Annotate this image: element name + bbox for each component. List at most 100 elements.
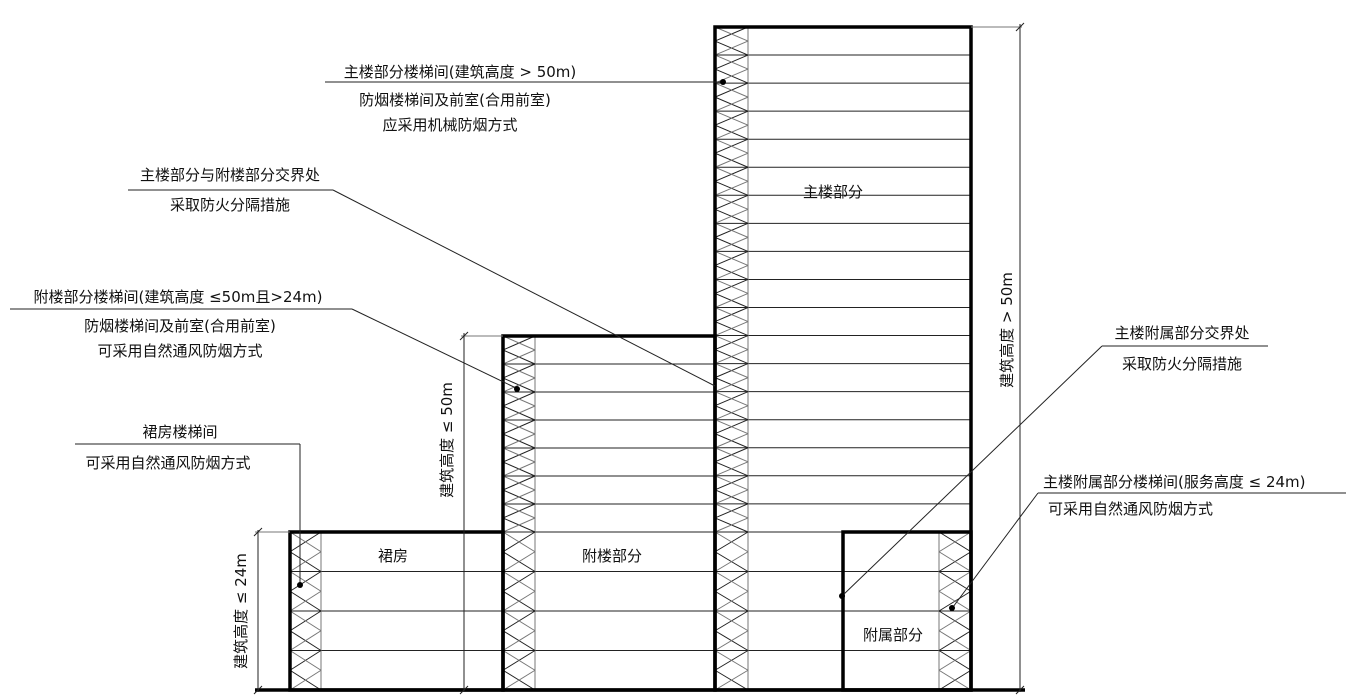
- stair-zigzag: [714, 236, 749, 252]
- stair-zigzag: [502, 391, 536, 407]
- stair-zigzag: [714, 250, 749, 266]
- stair-zigzag: [502, 551, 536, 572]
- stair-zigzag: [938, 669, 972, 691]
- dimension-label-main: 建筑高度 > 50m: [998, 272, 1016, 388]
- stair-zigzag: [502, 349, 536, 365]
- stair-zigzag: [502, 335, 536, 351]
- svg-text:应采用机械防烟方式: 应采用机械防烟方式: [382, 116, 517, 134]
- stair-zigzag: [714, 377, 749, 393]
- stair-zigzag: [502, 461, 536, 477]
- dimension-annex: 建筑高度 ≤ 50m: [438, 331, 503, 695]
- svg-text:附楼部分楼梯间(建筑高度 ≤50m且>24m): 附楼部分楼梯间(建筑高度 ≤50m且>24m): [33, 288, 322, 306]
- stair-zigzag: [502, 517, 536, 533]
- stair-zigzag: [714, 669, 749, 691]
- stair-zigzag: [714, 152, 749, 168]
- stair-zigzag: [714, 503, 749, 519]
- stair-zigzag: [714, 433, 749, 449]
- stair-symbols: [289, 26, 972, 691]
- stair-zigzag: [289, 650, 322, 671]
- svg-text:防烟楼梯间及前室(合用前室): 防烟楼梯间及前室(合用前室): [359, 91, 551, 109]
- svg-text:主楼部分与附楼部分交界处: 主楼部分与附楼部分交界处: [140, 166, 320, 184]
- stair-zigzag: [502, 363, 536, 379]
- svg-text:主楼附属部分交界处: 主楼附属部分交界处: [1114, 324, 1249, 342]
- annotation-aux-stair: 主楼附属部分楼梯间(服务高度 ≤ 24m) 可采用自然通风防烟方式: [949, 473, 1346, 611]
- leader-dot: [514, 386, 520, 392]
- annotation-main-annex-boundary: 主楼部分与附楼部分交界处 采取防火分隔措施: [128, 166, 716, 387]
- stair-zigzag: [714, 82, 749, 98]
- stair-zigzag: [289, 571, 322, 592]
- room-label-podium: 裙房: [378, 547, 408, 565]
- stair-zigzag: [502, 503, 536, 519]
- dimension-podium: 建筑高度 ≤ 24m: [232, 527, 290, 695]
- svg-text:防烟楼梯间及前室(合用前室): 防烟楼梯间及前室(合用前室): [84, 317, 276, 335]
- stair-zigzag: [714, 630, 749, 651]
- stair-zigzag: [714, 475, 749, 491]
- svg-text:采取防火分隔措施: 采取防火分隔措施: [1122, 355, 1242, 373]
- stair-zigzag: [714, 110, 749, 126]
- stair-zigzag: [714, 26, 749, 42]
- stair-zigzag: [714, 54, 749, 70]
- stair-zigzag: [714, 517, 749, 533]
- stair-zigzag: [714, 590, 749, 612]
- stair-zigzag: [502, 610, 536, 632]
- stair-zigzag: [714, 419, 749, 435]
- stair-zigzag: [289, 610, 322, 632]
- stair-zigzag: [938, 630, 972, 651]
- leader-dot: [839, 593, 845, 599]
- svg-text:可采用自然通风防烟方式: 可采用自然通风防烟方式: [1048, 500, 1213, 518]
- stair-zigzag: [502, 571, 536, 592]
- stair-zigzag: [714, 293, 749, 308]
- leader-dot: [297, 582, 303, 588]
- stair-zigzag: [502, 630, 536, 651]
- stair-zigzag: [502, 433, 536, 449]
- stair-zigzag: [502, 405, 536, 421]
- stair-zigzag: [714, 40, 749, 56]
- annotation-podium-stair: 裙房楼梯间 可采用自然通风防烟方式: [75, 423, 303, 588]
- stair-zigzag: [289, 669, 322, 691]
- stair-zigzag: [714, 551, 749, 572]
- stair-zigzag: [714, 650, 749, 671]
- stair-zigzag: [938, 571, 972, 592]
- svg-text:主楼附属部分楼梯间(服务高度 ≤ 24m): 主楼附属部分楼梯间(服务高度 ≤ 24m): [1043, 473, 1306, 491]
- stair-zigzag: [938, 610, 972, 632]
- stair-zigzag: [938, 590, 972, 612]
- stair-zigzag: [714, 307, 749, 322]
- stair-zigzag: [502, 531, 536, 553]
- stair-zigzag: [714, 124, 749, 140]
- room-label-main: 主楼部分: [803, 183, 863, 201]
- svg-text:主楼部分楼梯间(建筑高度 > 50m): 主楼部分楼梯间(建筑高度 > 50m): [344, 63, 577, 81]
- dimension-label-annex: 建筑高度 ≤ 50m: [438, 382, 456, 498]
- stair-zigzag: [714, 138, 749, 154]
- stair-zigzag: [289, 590, 322, 612]
- stair-zigzag: [502, 650, 536, 671]
- stair-zigzag: [714, 610, 749, 632]
- stair-zigzag: [714, 489, 749, 505]
- room-label-annex: 附楼部分: [582, 547, 642, 565]
- stair-zigzag: [714, 447, 749, 463]
- stair-zigzag: [714, 96, 749, 112]
- annotation-aux-boundary: 主楼附属部分交界处 采取防火分隔措施: [839, 324, 1268, 599]
- stair-zigzag: [502, 669, 536, 691]
- leader-dot: [720, 79, 726, 85]
- dimension-label-podium: 建筑高度 ≤ 24m: [232, 553, 250, 669]
- dimension-main: 建筑高度 > 50m: [971, 22, 1025, 695]
- leader-dot: [949, 605, 955, 611]
- stair-zigzag: [502, 447, 536, 463]
- stair-zigzag: [714, 222, 749, 238]
- stair-zigzag: [714, 461, 749, 477]
- svg-text:采取防火分隔措施: 采取防火分隔措施: [170, 196, 290, 214]
- stair-zigzag: [714, 208, 749, 224]
- stair-zigzag: [714, 180, 749, 196]
- stair-zigzag: [289, 630, 322, 651]
- annotation-main-stair: 主楼部分楼梯间(建筑高度 > 50m) 防烟楼梯间及前室(合用前室) 应采用机械…: [325, 63, 726, 134]
- stair-zigzag: [502, 419, 536, 435]
- stair-zigzag: [938, 531, 972, 553]
- svg-text:可采用自然通风防烟方式: 可采用自然通风防烟方式: [97, 342, 262, 360]
- stair-zigzag: [714, 391, 749, 407]
- svg-text:可采用自然通风防烟方式: 可采用自然通风防烟方式: [85, 454, 250, 472]
- svg-text:裙房楼梯间: 裙房楼梯间: [142, 423, 217, 441]
- stair-zigzag: [938, 650, 972, 671]
- stair-zigzag: [714, 321, 749, 337]
- stair-zigzag: [502, 489, 536, 505]
- stair-zigzag: [502, 590, 536, 612]
